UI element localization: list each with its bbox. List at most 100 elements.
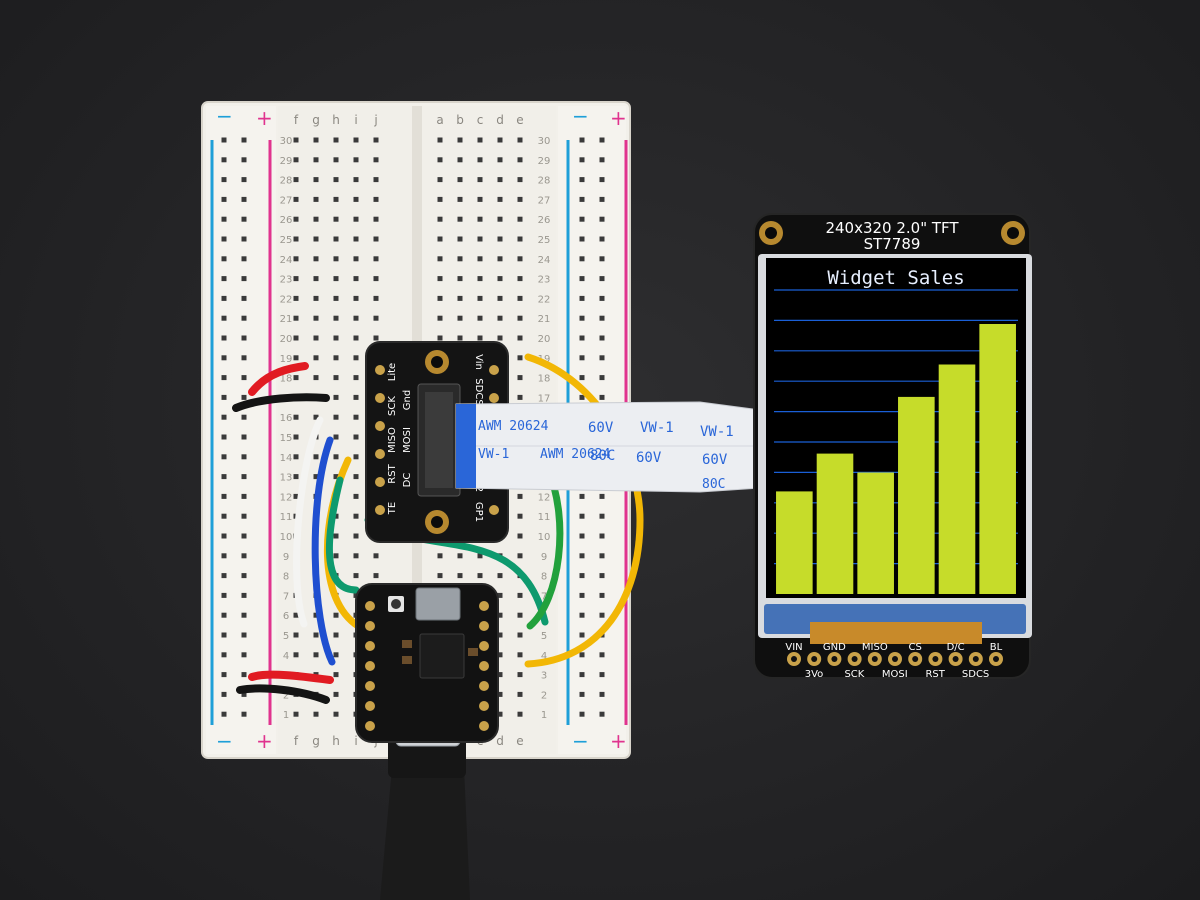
breadboard-hole <box>517 375 523 381</box>
breadboard-hole <box>437 256 443 262</box>
breadboard-hole <box>579 196 585 202</box>
breadboard-hole <box>477 573 483 579</box>
breadboard-hole <box>477 137 483 143</box>
breadboard-hole <box>353 375 359 381</box>
breadboard-hole <box>241 137 247 143</box>
breadboard-hole <box>333 256 339 262</box>
column-letter: h <box>332 113 340 127</box>
breadboard-hole <box>333 177 339 183</box>
breadboard-hole <box>579 592 585 598</box>
adapter-pin-pad <box>375 421 385 431</box>
breadboard-hole <box>353 513 359 519</box>
breadboard-hole <box>241 573 247 579</box>
row-number: 30 <box>538 136 551 147</box>
breadboard-hole <box>241 394 247 400</box>
row-number: 21 <box>538 314 551 325</box>
ribbon-marking: 60V <box>636 450 662 466</box>
adapter-pin-pad <box>375 477 385 487</box>
breadboard-hole <box>241 295 247 301</box>
breadboard-hole <box>293 177 299 183</box>
breadboard-hole <box>457 553 463 559</box>
breadboard-hole <box>599 335 605 341</box>
breadboard-hole <box>477 157 483 163</box>
rail-plus-label: + <box>256 106 273 130</box>
breadboard-hole <box>293 276 299 282</box>
breadboard-hole <box>599 256 605 262</box>
breadboard-hole <box>353 454 359 460</box>
breadboard-hole <box>579 157 585 163</box>
ribbon-marking: VW-1 <box>478 447 509 462</box>
breadboard-hole <box>579 375 585 381</box>
column-letter: e <box>516 113 523 127</box>
adapter-pin-label: MOSI <box>402 427 413 453</box>
breadboard-hole <box>517 652 523 658</box>
breadboard-hole <box>373 177 379 183</box>
breadboard-hole <box>221 434 227 440</box>
breadboard-hole <box>241 612 247 618</box>
adapter-pin-label: Lite <box>387 363 398 381</box>
breadboard-hole <box>221 592 227 598</box>
breadboard-hole <box>517 394 523 400</box>
breadboard-hole <box>497 295 503 301</box>
breadboard-hole <box>313 295 319 301</box>
row-number: 26 <box>280 215 293 226</box>
tft-pin-label: VIN <box>785 642 802 653</box>
qt-py-microcontroller <box>355 583 499 743</box>
breadboard-hole <box>579 236 585 242</box>
breadboard-hole <box>293 216 299 222</box>
row-number: 8 <box>283 572 289 583</box>
breadboard-hole <box>293 196 299 202</box>
breadboard-hole <box>241 553 247 559</box>
row-number: 28 <box>280 176 293 187</box>
breadboard-hole <box>313 216 319 222</box>
breadboard-hole <box>579 355 585 361</box>
breadboard-hole <box>241 533 247 539</box>
adapter-pin-pad <box>375 393 385 403</box>
breadboard-hole <box>517 513 523 519</box>
adapter-pin-pad <box>375 449 385 459</box>
breadboard-hole <box>437 276 443 282</box>
wire-red-top <box>248 362 309 396</box>
breadboard-hole <box>579 573 585 579</box>
breadboard-hole <box>579 612 585 618</box>
breadboard-hole <box>599 295 605 301</box>
breadboard-hole <box>241 454 247 460</box>
tft-title-line2: ST7789 <box>864 235 921 253</box>
breadboard-hole <box>241 711 247 717</box>
breadboard-hole <box>333 553 339 559</box>
breadboard-hole <box>477 196 483 202</box>
row-number: 29 <box>280 156 293 167</box>
row-number: 23 <box>280 275 293 286</box>
breadboard-hole <box>457 295 463 301</box>
breadboard-hole <box>333 533 339 539</box>
row-number: 20 <box>280 334 293 345</box>
adapter-pin-label: GP1 <box>473 502 484 522</box>
row-number: 25 <box>538 235 551 246</box>
breadboard-hole <box>497 592 503 598</box>
row-number: 20 <box>538 334 551 345</box>
breadboard-hole <box>517 533 523 539</box>
breadboard-hole <box>221 691 227 697</box>
mcu-pad <box>479 601 489 611</box>
breadboard-hole <box>579 295 585 301</box>
rail-minus-label: − <box>216 104 233 128</box>
breadboard-hole <box>599 315 605 321</box>
breadboard-hole <box>497 276 503 282</box>
tft-pin-label: MISO <box>862 642 888 653</box>
row-number: 18 <box>280 374 293 385</box>
wire-yellow-right <box>524 353 644 668</box>
breadboard-hole <box>293 157 299 163</box>
breadboard-hole <box>313 157 319 163</box>
breadboard-hole <box>477 236 483 242</box>
column-letter: g <box>312 734 320 748</box>
breadboard-hole <box>221 236 227 242</box>
tft-pin-hole <box>952 656 959 662</box>
adapter-pin-pad <box>489 365 499 375</box>
breadboard-hole <box>497 177 503 183</box>
chart-bar <box>857 472 894 594</box>
breadboard-hole <box>579 493 585 499</box>
breadboard-hole <box>437 177 443 183</box>
breadboard-hole <box>437 196 443 202</box>
row-number: 7 <box>283 591 289 602</box>
breadboard-hole <box>579 711 585 717</box>
